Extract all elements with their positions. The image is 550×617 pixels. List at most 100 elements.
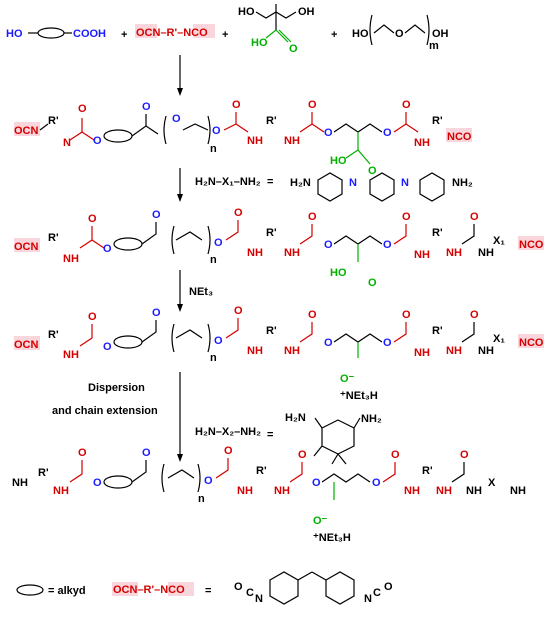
neutralized-structure: OCN R' NH O O O n O O NH R' NH O O O⁻ ⁺N… bbox=[14, 305, 544, 402]
plus-sign-2: + bbox=[222, 29, 228, 41]
hydroxy-label: HO bbox=[6, 28, 23, 40]
final-nh5: NH bbox=[436, 485, 452, 497]
arrow-1 bbox=[177, 88, 183, 96]
final-urea-o: O bbox=[460, 449, 469, 461]
capped-n: n bbox=[210, 254, 217, 266]
prepolymer-urethane-o: O bbox=[212, 125, 221, 137]
reactant-peg: HO O m OH bbox=[352, 14, 449, 52]
reactant-alkyd-acid: HO COOH bbox=[6, 27, 106, 40]
prepolymer-ocn: OCN bbox=[14, 125, 39, 137]
neutralized-r: R' bbox=[48, 329, 59, 341]
capped-r: R' bbox=[48, 232, 59, 244]
prepolymer-carbonyl-o: O bbox=[78, 103, 87, 115]
prepolymer-carbonyl-3: O bbox=[308, 99, 317, 111]
dispersion-label-1: Dispersion bbox=[88, 382, 145, 394]
legend-diisocyanate: OCN–R'–NCO bbox=[113, 584, 185, 596]
plus-sign-1: + bbox=[121, 29, 127, 41]
dispersion-label-2: and chain extension bbox=[52, 405, 158, 417]
neutralized-n: n bbox=[210, 352, 217, 364]
prepolymer-r: R' bbox=[48, 115, 59, 127]
dmpa-acid-oxygen: O bbox=[289, 43, 298, 55]
dmpa-hydroxy-left: HO bbox=[238, 6, 255, 18]
prepolymer-r2: R' bbox=[266, 115, 277, 127]
final-ester-o: O bbox=[93, 477, 102, 489]
amine-right: NH₂ bbox=[452, 177, 473, 189]
capped-o4: O bbox=[383, 239, 392, 251]
amine-left: H₂N bbox=[290, 177, 311, 189]
neutralized-nh3: NH bbox=[284, 345, 300, 357]
final-structure: NH R' NH O O O n O O NH R' NH O O O⁻ ⁺NE… bbox=[12, 445, 526, 544]
prepolymer-acid-o: O bbox=[368, 165, 377, 177]
final-nh7: NH bbox=[510, 485, 526, 497]
ipda-h2n: H₂N bbox=[285, 412, 306, 424]
prepolymer-urethane-carbonyl: O bbox=[232, 99, 241, 111]
prepolymer-nco: NCO bbox=[447, 131, 472, 143]
capped-carbonyl-2: O bbox=[234, 207, 243, 219]
legend-equals: = bbox=[205, 585, 211, 597]
carboxyl-label: COOH bbox=[73, 28, 106, 40]
final-o3: O bbox=[312, 477, 321, 489]
step4-reagent: H₂N–X₂–NH₂ = H₂N NH₂ bbox=[195, 412, 382, 465]
final-ester-carbonyl: O bbox=[142, 447, 151, 459]
capped-acid-h: HO bbox=[330, 267, 347, 279]
final-nh2: NH bbox=[237, 485, 253, 497]
final-carbonyl: O bbox=[78, 447, 87, 459]
prepolymer-o4: O bbox=[383, 127, 392, 139]
nco-highlight bbox=[193, 24, 215, 38]
final-nh-start: NH bbox=[12, 477, 28, 489]
capped-r3: R' bbox=[432, 227, 443, 239]
prepolymer-carbonyl-4: O bbox=[402, 99, 411, 111]
neutralizing-agent: NEt₃ bbox=[189, 286, 213, 298]
prepolymer-structure: OCN R' N O O O O n O O NH R' NH O O HO O… bbox=[14, 99, 472, 177]
final-nh4: NH bbox=[404, 485, 420, 497]
neutralized-carbonyl-3: O bbox=[308, 309, 317, 321]
final-r2: R' bbox=[256, 465, 267, 477]
final-n: n bbox=[198, 493, 205, 505]
ocn-highlight bbox=[135, 24, 157, 38]
prepolymer-ester-carbonyl: O bbox=[142, 101, 151, 113]
neutralized-nh2: NH bbox=[247, 345, 263, 357]
step2-reagent: H₂N–X₁–NH₂ = H₂N N N NH₂ bbox=[195, 172, 473, 202]
capped-acid-o: O bbox=[368, 277, 377, 289]
arrow-4 bbox=[177, 454, 183, 462]
reactant-dmpa: HO OH HO O bbox=[238, 4, 315, 55]
reactant-diisocyanate: OCN–R'–NCO bbox=[135, 24, 215, 39]
neutralized-r3: R' bbox=[432, 325, 443, 337]
final-carbonyl-2: O bbox=[224, 445, 233, 457]
legend-n-right: N bbox=[364, 593, 372, 605]
capped-o3: O bbox=[324, 239, 333, 251]
neutralized-carbonyl-2: O bbox=[234, 305, 243, 317]
final-urethane-o: O bbox=[204, 475, 213, 487]
diamine-x2-formula: H₂N–X₂–NH₂ bbox=[195, 426, 261, 438]
neutralized-urea-o: O bbox=[470, 309, 479, 321]
final-carbonyl-4: O bbox=[391, 449, 400, 461]
capped-nco: NCO bbox=[519, 239, 544, 251]
legend-o-left: O bbox=[234, 581, 243, 593]
neutralized-counterion: ⁺NEt₃H bbox=[340, 390, 378, 402]
final-x: X bbox=[488, 477, 496, 489]
prepolymer-nh3: NH bbox=[284, 135, 300, 147]
prepolymer-ester-o: O bbox=[93, 135, 102, 147]
neutralized-x1: X₁ bbox=[493, 333, 505, 345]
final-nh3: NH bbox=[274, 485, 290, 497]
neutralized-nh4: NH bbox=[414, 347, 430, 359]
neutralized-nco: NCO bbox=[519, 337, 544, 349]
legend-n-left: N bbox=[255, 593, 263, 605]
capped-nh3: NH bbox=[284, 247, 300, 259]
neutralized-o4: O bbox=[383, 337, 392, 349]
dmpa-hydroxy-right: OH bbox=[298, 6, 315, 18]
legend-alkyd-label: = alkyd bbox=[48, 585, 86, 597]
neutralized-o3: O bbox=[324, 337, 333, 349]
prepolymer-nh2: NH bbox=[247, 135, 263, 147]
final-carbonyl-3: O bbox=[298, 449, 307, 461]
capped-nh2: NH bbox=[247, 247, 263, 259]
prepolymer-peg-o: O bbox=[172, 113, 181, 125]
final-counterion: ⁺NEt₃H bbox=[313, 532, 351, 544]
capped-urea-o: O bbox=[470, 211, 479, 223]
alkyd-ellipse bbox=[37, 27, 65, 39]
prepolymer-n: n bbox=[210, 143, 217, 155]
neutralized-carboxylate: O⁻ bbox=[340, 373, 355, 385]
neutralized-nh5: NH bbox=[446, 345, 462, 357]
diamine-x1-formula: H₂N–X₁–NH₂ bbox=[195, 176, 261, 188]
